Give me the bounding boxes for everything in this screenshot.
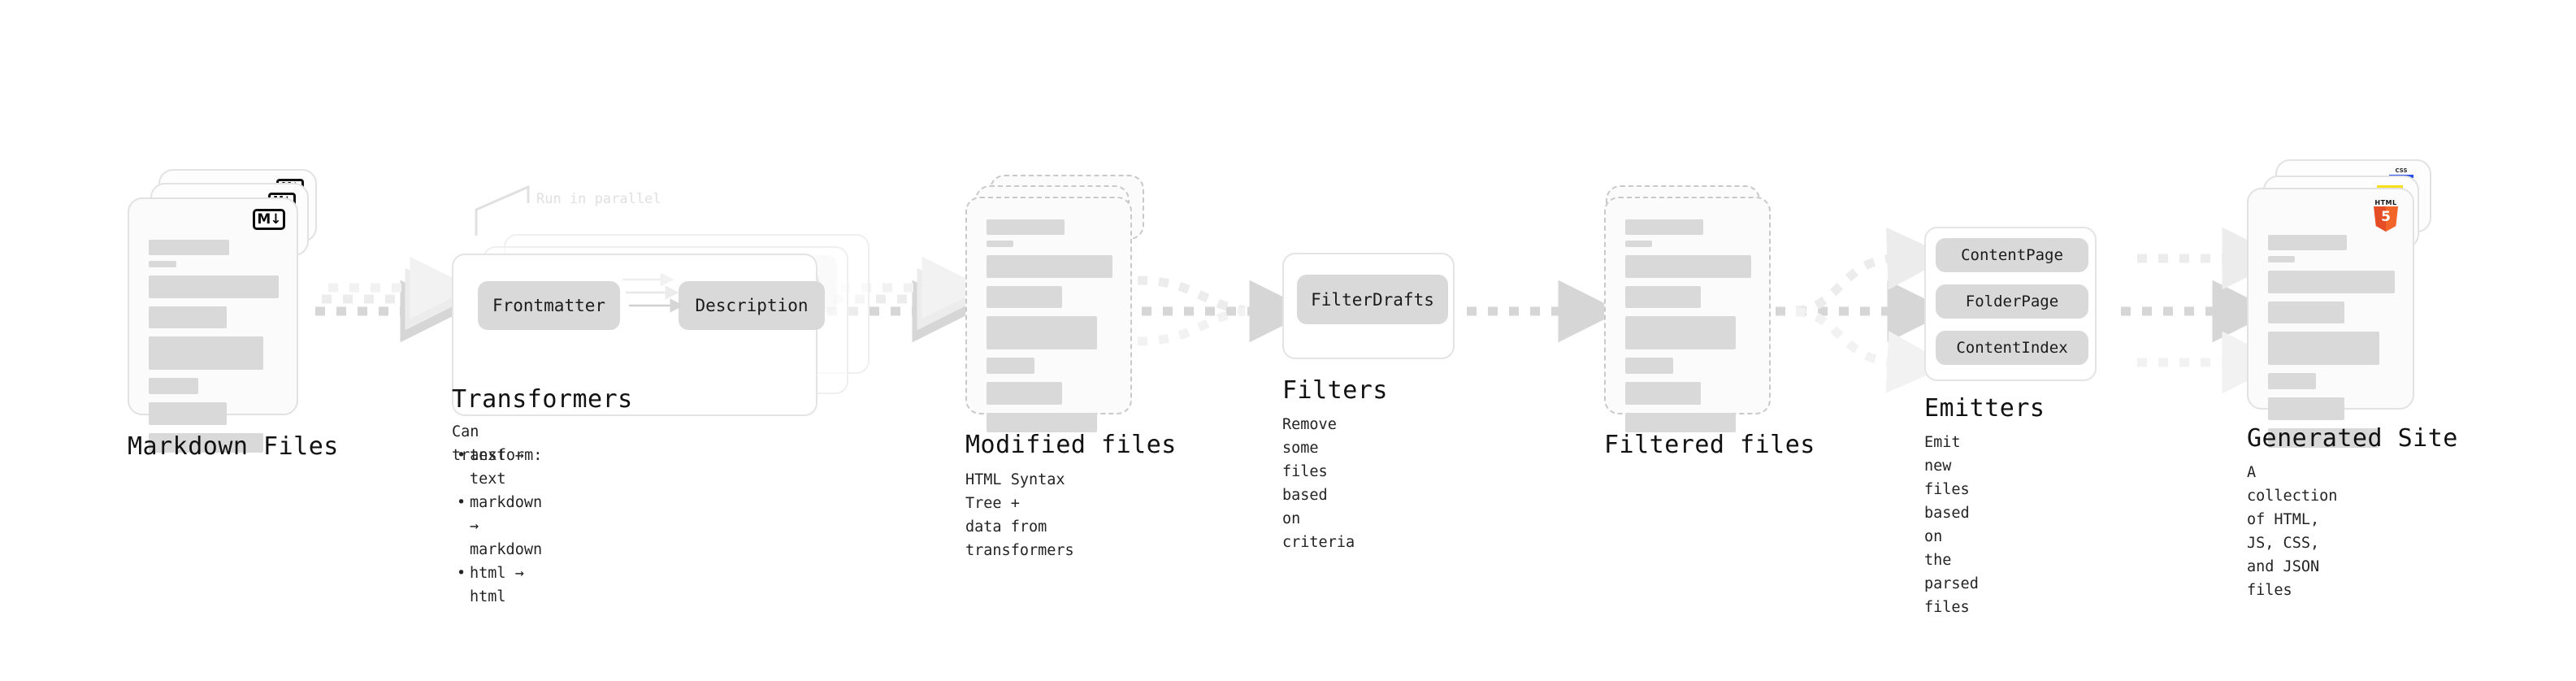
skeleton-bar (1625, 358, 1673, 374)
skeleton-bar (1625, 413, 1737, 432)
skeleton-bar (987, 413, 1098, 432)
skeleton-bar (987, 255, 1112, 278)
skeleton-bar (987, 316, 1098, 349)
arrow-modified-to-filters (1137, 275, 1312, 346)
transformer-chip-description[interactable]: Description (679, 281, 825, 330)
stage-title-generated-site: Generated Site (2247, 424, 2458, 453)
skeleton-bar (1625, 382, 1701, 405)
skeleton-bar (987, 358, 1034, 374)
stage-desc-filters: Remove some files based on criteria (1282, 416, 1355, 551)
modified-skeleton (987, 219, 1112, 432)
list-item: markdown → markdown (457, 491, 542, 562)
stage-desc-generated-site: A collection of HTML, JS, CSS, and JSON … (2247, 464, 2338, 599)
stage-title-filters: Filters (1282, 376, 1388, 405)
transformer-capability-list: text → text markdown → markdown html → h… (452, 444, 542, 609)
skeleton-bar (2268, 332, 2380, 365)
skeleton-bar (2268, 271, 2395, 293)
skeleton-bar (1625, 255, 1751, 278)
skeleton-bar (1625, 219, 1704, 235)
emitter-chip-folderpage[interactable]: FolderPage (1936, 284, 2088, 319)
site-skeleton (2268, 235, 2395, 448)
transformer-chip-frontmatter[interactable]: Frontmatter (478, 281, 620, 330)
stage-title-transformers: Transformers (452, 385, 633, 414)
skeleton-bar (1625, 241, 1652, 247)
emitter-chip-contentpage[interactable]: ContentPage (1936, 238, 2088, 272)
skeleton-bar (149, 402, 227, 425)
list-item: text → text (457, 444, 542, 491)
skeleton-bar (987, 241, 1013, 247)
arrow-emitters-to-site (2121, 227, 2285, 394)
skeleton-bar (2268, 256, 2295, 262)
skeleton-bar (149, 378, 198, 394)
skeleton-bar (987, 286, 1062, 308)
skeleton-bar (149, 240, 230, 255)
filters-box[interactable]: FilterDrafts (1282, 253, 1455, 359)
arrow-filtered-to-emitters (1776, 227, 1950, 394)
list-item: html → html (457, 562, 542, 609)
markdown-skeleton (149, 240, 279, 453)
filtered-skeleton (1625, 219, 1751, 432)
arrow-markdown-to-transformers (315, 256, 473, 343)
stage-desc-emitters: Emit new files based on the parsed files (1924, 434, 1979, 616)
parallel-bracket (475, 184, 530, 236)
markdown-badge-icon: M↓ (253, 209, 285, 230)
modified-card-front[interactable] (965, 197, 1132, 432)
stage-title-emitters: Emitters (1924, 394, 2045, 423)
stage-title-markdown-files: Markdown Files (128, 432, 339, 461)
filtered-card-front[interactable] (1604, 197, 1771, 432)
skeleton-bar (1625, 316, 1737, 349)
skeleton-bar (987, 219, 1065, 235)
skeleton-bar (2268, 373, 2317, 389)
skeleton-bar (987, 382, 1062, 405)
markdown-card-front[interactable]: M↓ (128, 197, 298, 453)
skeleton-bar (149, 336, 263, 370)
html5-badge-icon: HTML 5 (2372, 199, 2400, 232)
stage-title-filtered-files: Filtered files (1604, 431, 1815, 459)
skeleton-bar (2268, 301, 2344, 323)
skeleton-bar (2268, 397, 2344, 420)
skeleton-bar (149, 433, 263, 453)
skeleton-bar (2268, 428, 2380, 448)
transformer-box-front[interactable]: Frontmatter Description (452, 254, 825, 416)
run-in-parallel-label: Run in parallel (536, 191, 661, 207)
filter-chip-filterdrafts[interactable]: FilterDrafts (1297, 275, 1448, 324)
site-card-front[interactable]: HTML 5 (2247, 188, 2414, 448)
stage-desc-modified-files: HTML Syntax Tree + data from transformer… (965, 471, 1074, 559)
emitter-chip-contentindex[interactable]: ContentIndex (1936, 331, 2088, 365)
stage-title-modified-files: Modified files (965, 431, 1177, 459)
skeleton-bar (149, 261, 176, 267)
skeleton-bar (1625, 286, 1701, 308)
skeleton-bar (2268, 235, 2347, 250)
skeleton-bar (149, 275, 279, 298)
skeleton-bar (149, 306, 227, 328)
emitters-box[interactable]: ContentPage FolderPage ContentIndex (1924, 227, 2097, 381)
